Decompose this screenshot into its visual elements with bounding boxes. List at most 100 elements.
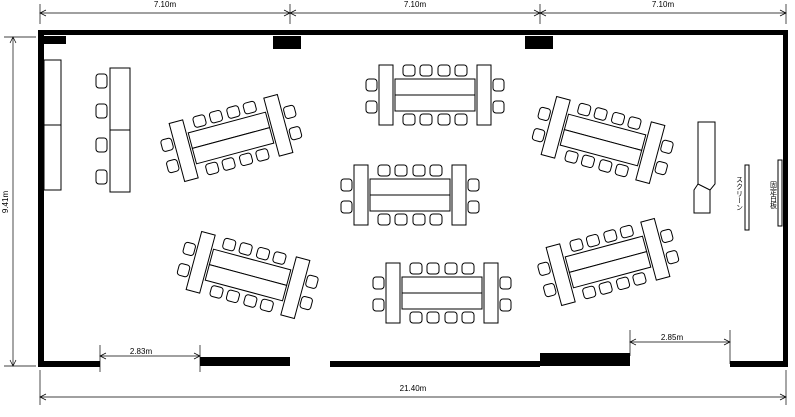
chair — [419, 113, 433, 126]
chair — [426, 311, 440, 324]
chair — [531, 128, 546, 143]
chair — [492, 100, 505, 114]
chair — [598, 159, 613, 173]
chair — [660, 228, 674, 243]
table — [568, 251, 652, 289]
dim-top-1: 7.10m — [154, 0, 177, 9]
chair — [222, 237, 237, 252]
table — [204, 264, 288, 302]
table — [191, 127, 275, 165]
whiteboard-label: 固定白板 — [770, 181, 778, 210]
chair — [95, 103, 108, 119]
chair — [543, 282, 557, 298]
chair — [221, 157, 236, 171]
chair — [419, 64, 433, 77]
chair — [372, 276, 385, 290]
chair — [176, 263, 191, 278]
chair — [492, 78, 505, 92]
chair — [394, 213, 408, 226]
chair — [444, 311, 458, 324]
chair — [577, 102, 592, 117]
end-table — [353, 164, 369, 226]
chair — [598, 281, 613, 295]
chair — [582, 285, 597, 300]
desk-group — [160, 93, 303, 183]
dim-height: 9.41m — [1, 191, 10, 214]
chair — [209, 285, 224, 299]
chair — [412, 164, 426, 177]
door-right-dimension — [629, 330, 731, 364]
chair — [499, 298, 512, 312]
end-table — [451, 164, 467, 226]
chair — [454, 113, 468, 126]
chair — [665, 250, 680, 265]
chair — [632, 272, 647, 286]
chair — [454, 64, 468, 77]
chair — [499, 276, 512, 290]
desk-group — [340, 164, 480, 226]
end-table — [185, 230, 216, 294]
chair — [619, 224, 634, 239]
chair — [255, 148, 270, 162]
desk-group — [531, 95, 674, 185]
chair — [243, 294, 258, 308]
chair — [614, 163, 629, 178]
chair — [238, 242, 253, 256]
chair — [402, 113, 416, 126]
chair — [208, 109, 224, 124]
chair — [660, 139, 674, 154]
chair — [603, 229, 618, 243]
table — [401, 292, 483, 310]
podium — [693, 121, 716, 214]
bottom-dimension — [39, 370, 787, 405]
chair — [444, 262, 458, 275]
end-table — [483, 262, 499, 324]
chair — [377, 213, 391, 226]
dim-top-3: 7.10m — [652, 0, 675, 9]
screen-label: スクリーン — [736, 176, 744, 211]
chair — [166, 158, 180, 174]
end-table — [280, 256, 311, 320]
chair — [272, 251, 287, 265]
end-table — [540, 95, 571, 159]
chair — [467, 200, 480, 214]
desk-group — [537, 217, 680, 307]
chair — [372, 298, 385, 312]
chair — [340, 178, 353, 192]
whiteboard — [777, 159, 783, 227]
chair — [409, 311, 423, 324]
chair — [160, 137, 174, 152]
table — [369, 194, 451, 212]
chair — [537, 261, 551, 276]
chair — [429, 213, 443, 226]
chair — [610, 111, 626, 126]
table — [401, 276, 483, 294]
chair — [340, 200, 353, 214]
chair — [564, 150, 579, 164]
desk-group — [365, 64, 505, 126]
chair — [259, 298, 274, 313]
dim-door-right: 2.85m — [661, 333, 684, 342]
chair — [242, 100, 257, 115]
table — [559, 129, 643, 167]
chair — [365, 78, 378, 92]
chair — [299, 295, 313, 311]
chair — [437, 113, 451, 126]
chair — [461, 262, 475, 275]
dim-top-2: 7.10m — [404, 0, 427, 9]
end-table — [263, 93, 294, 157]
chair — [182, 241, 196, 256]
dim-total-width: 21.40m — [400, 384, 427, 393]
left-dimension — [4, 36, 36, 367]
desk-groups — [160, 64, 680, 324]
chair — [461, 311, 475, 324]
side-table-left — [95, 67, 131, 193]
chair — [654, 160, 668, 176]
end-table — [635, 121, 666, 185]
chair — [95, 73, 108, 89]
end-table — [476, 64, 492, 126]
chair — [192, 114, 207, 128]
chair — [467, 178, 480, 192]
chair — [429, 164, 443, 177]
chair — [95, 137, 108, 153]
